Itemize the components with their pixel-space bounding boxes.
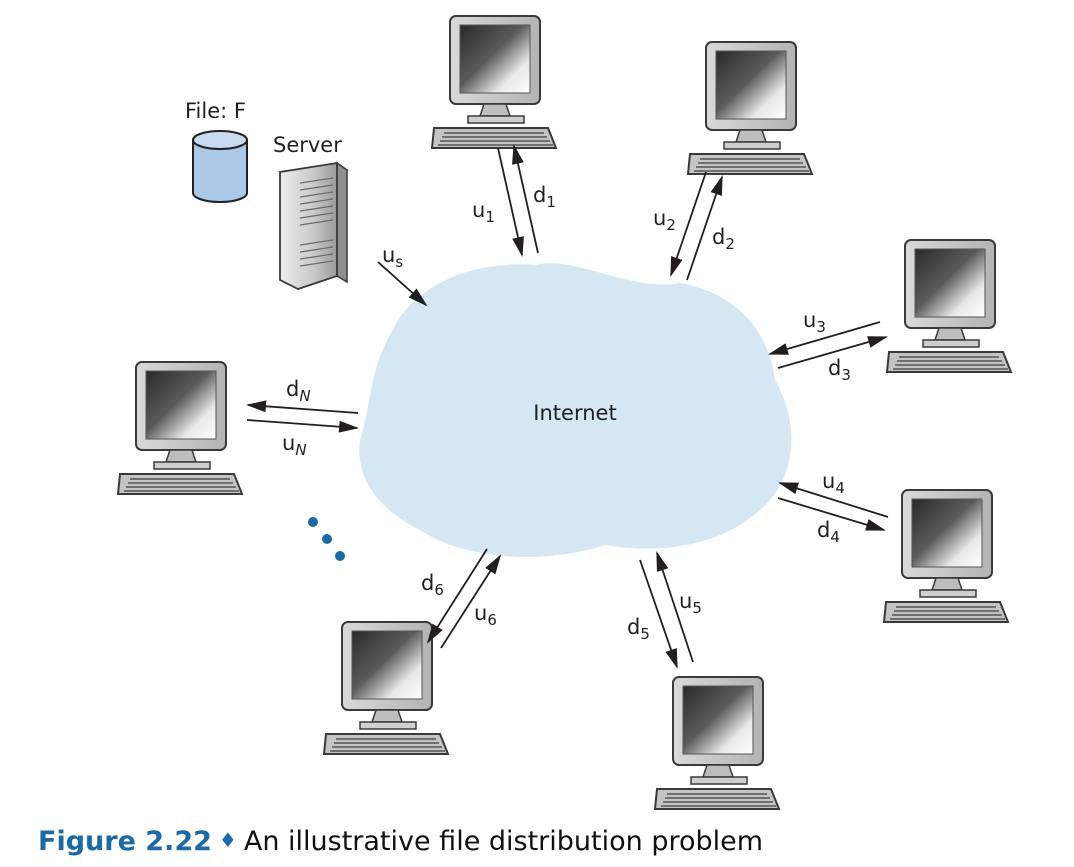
peerN-upload-label: uN [282, 431, 307, 459]
peer1-upload-label: u1 [472, 198, 495, 226]
figure-caption: Figure 2.22♦An illustrative file distrib… [38, 826, 763, 866]
ellipsis-dots [308, 517, 345, 561]
peer6-upload-arrow [440, 554, 502, 649]
caption-text: An illustrative file distribution proble… [243, 826, 764, 857]
peer4-download-label: d4 [817, 518, 840, 546]
cloud-label: Internet [533, 401, 616, 425]
peer2-download-label: d2 [712, 225, 735, 253]
server-label: Server [273, 133, 342, 157]
peer1-download-label: d1 [533, 183, 556, 211]
peer2-download-arrow [686, 175, 723, 281]
server-icon [278, 161, 349, 290]
peer-computer-3 [886, 239, 1012, 373]
peer4-upload-arrow [778, 482, 889, 518]
peer-computer-4 [883, 489, 1009, 623]
database-icon [192, 130, 248, 203]
peer2-upload-label: u2 [653, 206, 676, 234]
peer3-download-arrow [777, 336, 888, 369]
peer5-download-label: d5 [627, 615, 650, 643]
peer1-download-arrow [512, 144, 539, 254]
peer-computer-5 [654, 676, 780, 810]
peer2-upload-arrow [670, 171, 707, 277]
server-upload-arrow [377, 261, 428, 307]
peer3-download-label: d3 [828, 356, 851, 384]
peer-computer-N [117, 361, 243, 495]
peer-computer-6 [323, 621, 449, 755]
peer5-upload-arrow [656, 551, 694, 663]
peer6-download-label: d6 [421, 571, 444, 599]
peerN-upload-arrow [246, 419, 359, 433]
peer3-upload-label: u3 [803, 308, 826, 336]
peer4-upload-label: u4 [822, 469, 845, 497]
peer5-download-arrow [639, 559, 678, 669]
peer3-upload-arrow [768, 321, 881, 355]
server-rate-label: us [382, 243, 403, 271]
peerN-download-arrow [246, 400, 359, 414]
peer6-download-arrow [426, 548, 488, 644]
figure-number: Figure 2.22 [38, 826, 212, 857]
file-label: File: F [185, 99, 246, 123]
peer5-upload-label: u5 [679, 589, 702, 617]
peer1-upload-arrow [497, 147, 524, 257]
peer-computer-1 [431, 15, 557, 149]
peer6-upload-label: u6 [474, 601, 497, 629]
peerN-download-label: dN [286, 377, 311, 405]
peer-computer-2 [687, 41, 813, 175]
caption-separator: ♦ [218, 828, 237, 852]
peer4-download-arrow [777, 497, 886, 531]
internet-cloud [359, 263, 792, 557]
